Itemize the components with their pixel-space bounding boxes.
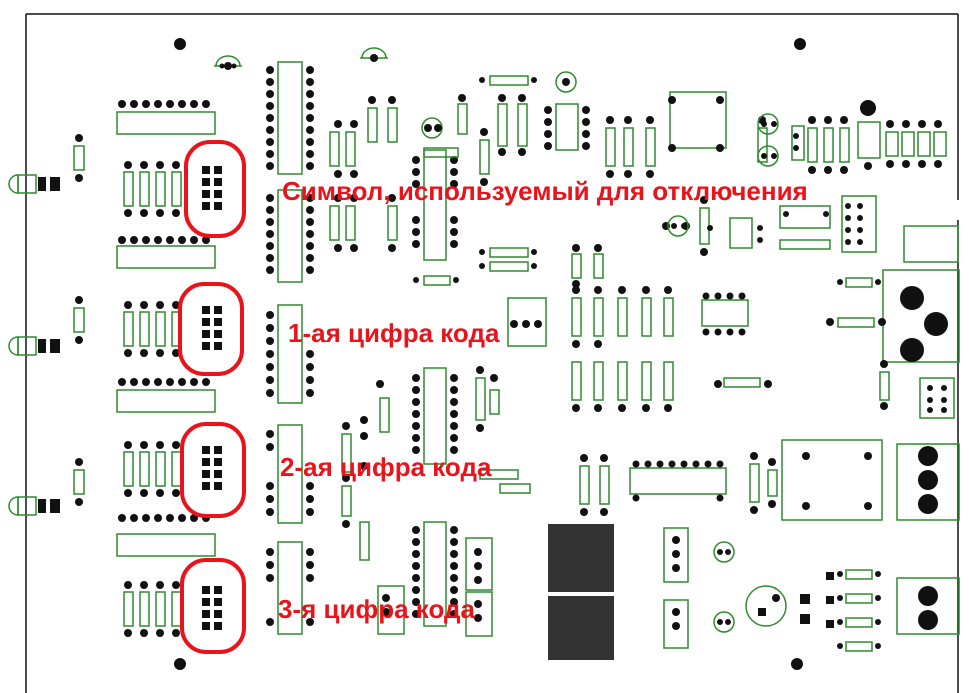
highlight-digit3 (180, 558, 246, 654)
label-code-digit-2: 2-ая цифра кода (280, 452, 492, 482)
highlight-digit1 (178, 282, 244, 376)
label-disable-symbol: Символ, используемый для отключения (282, 176, 808, 206)
dip-ics (277, 61, 960, 649)
channel-blocks (116, 100, 222, 637)
highlight-disable-symbol (184, 140, 246, 238)
round-fill (219, 54, 948, 630)
horizontal-resistors (423, 75, 875, 652)
board-outline (25, 13, 959, 693)
ic-pins (266, 66, 947, 630)
left-leds (8, 174, 60, 516)
annotation-circles (178, 140, 246, 654)
label-code-digit-3: 3-я цифра кода (278, 594, 475, 624)
left-resistors (73, 134, 85, 506)
misc-pads (334, 77, 942, 649)
highlight-digit2 (180, 422, 246, 518)
power-blocks (548, 524, 614, 660)
mounting-holes (174, 38, 806, 670)
resistors (329, 103, 959, 561)
label-code-digit-1: 1-ая цифра кода (288, 318, 500, 348)
